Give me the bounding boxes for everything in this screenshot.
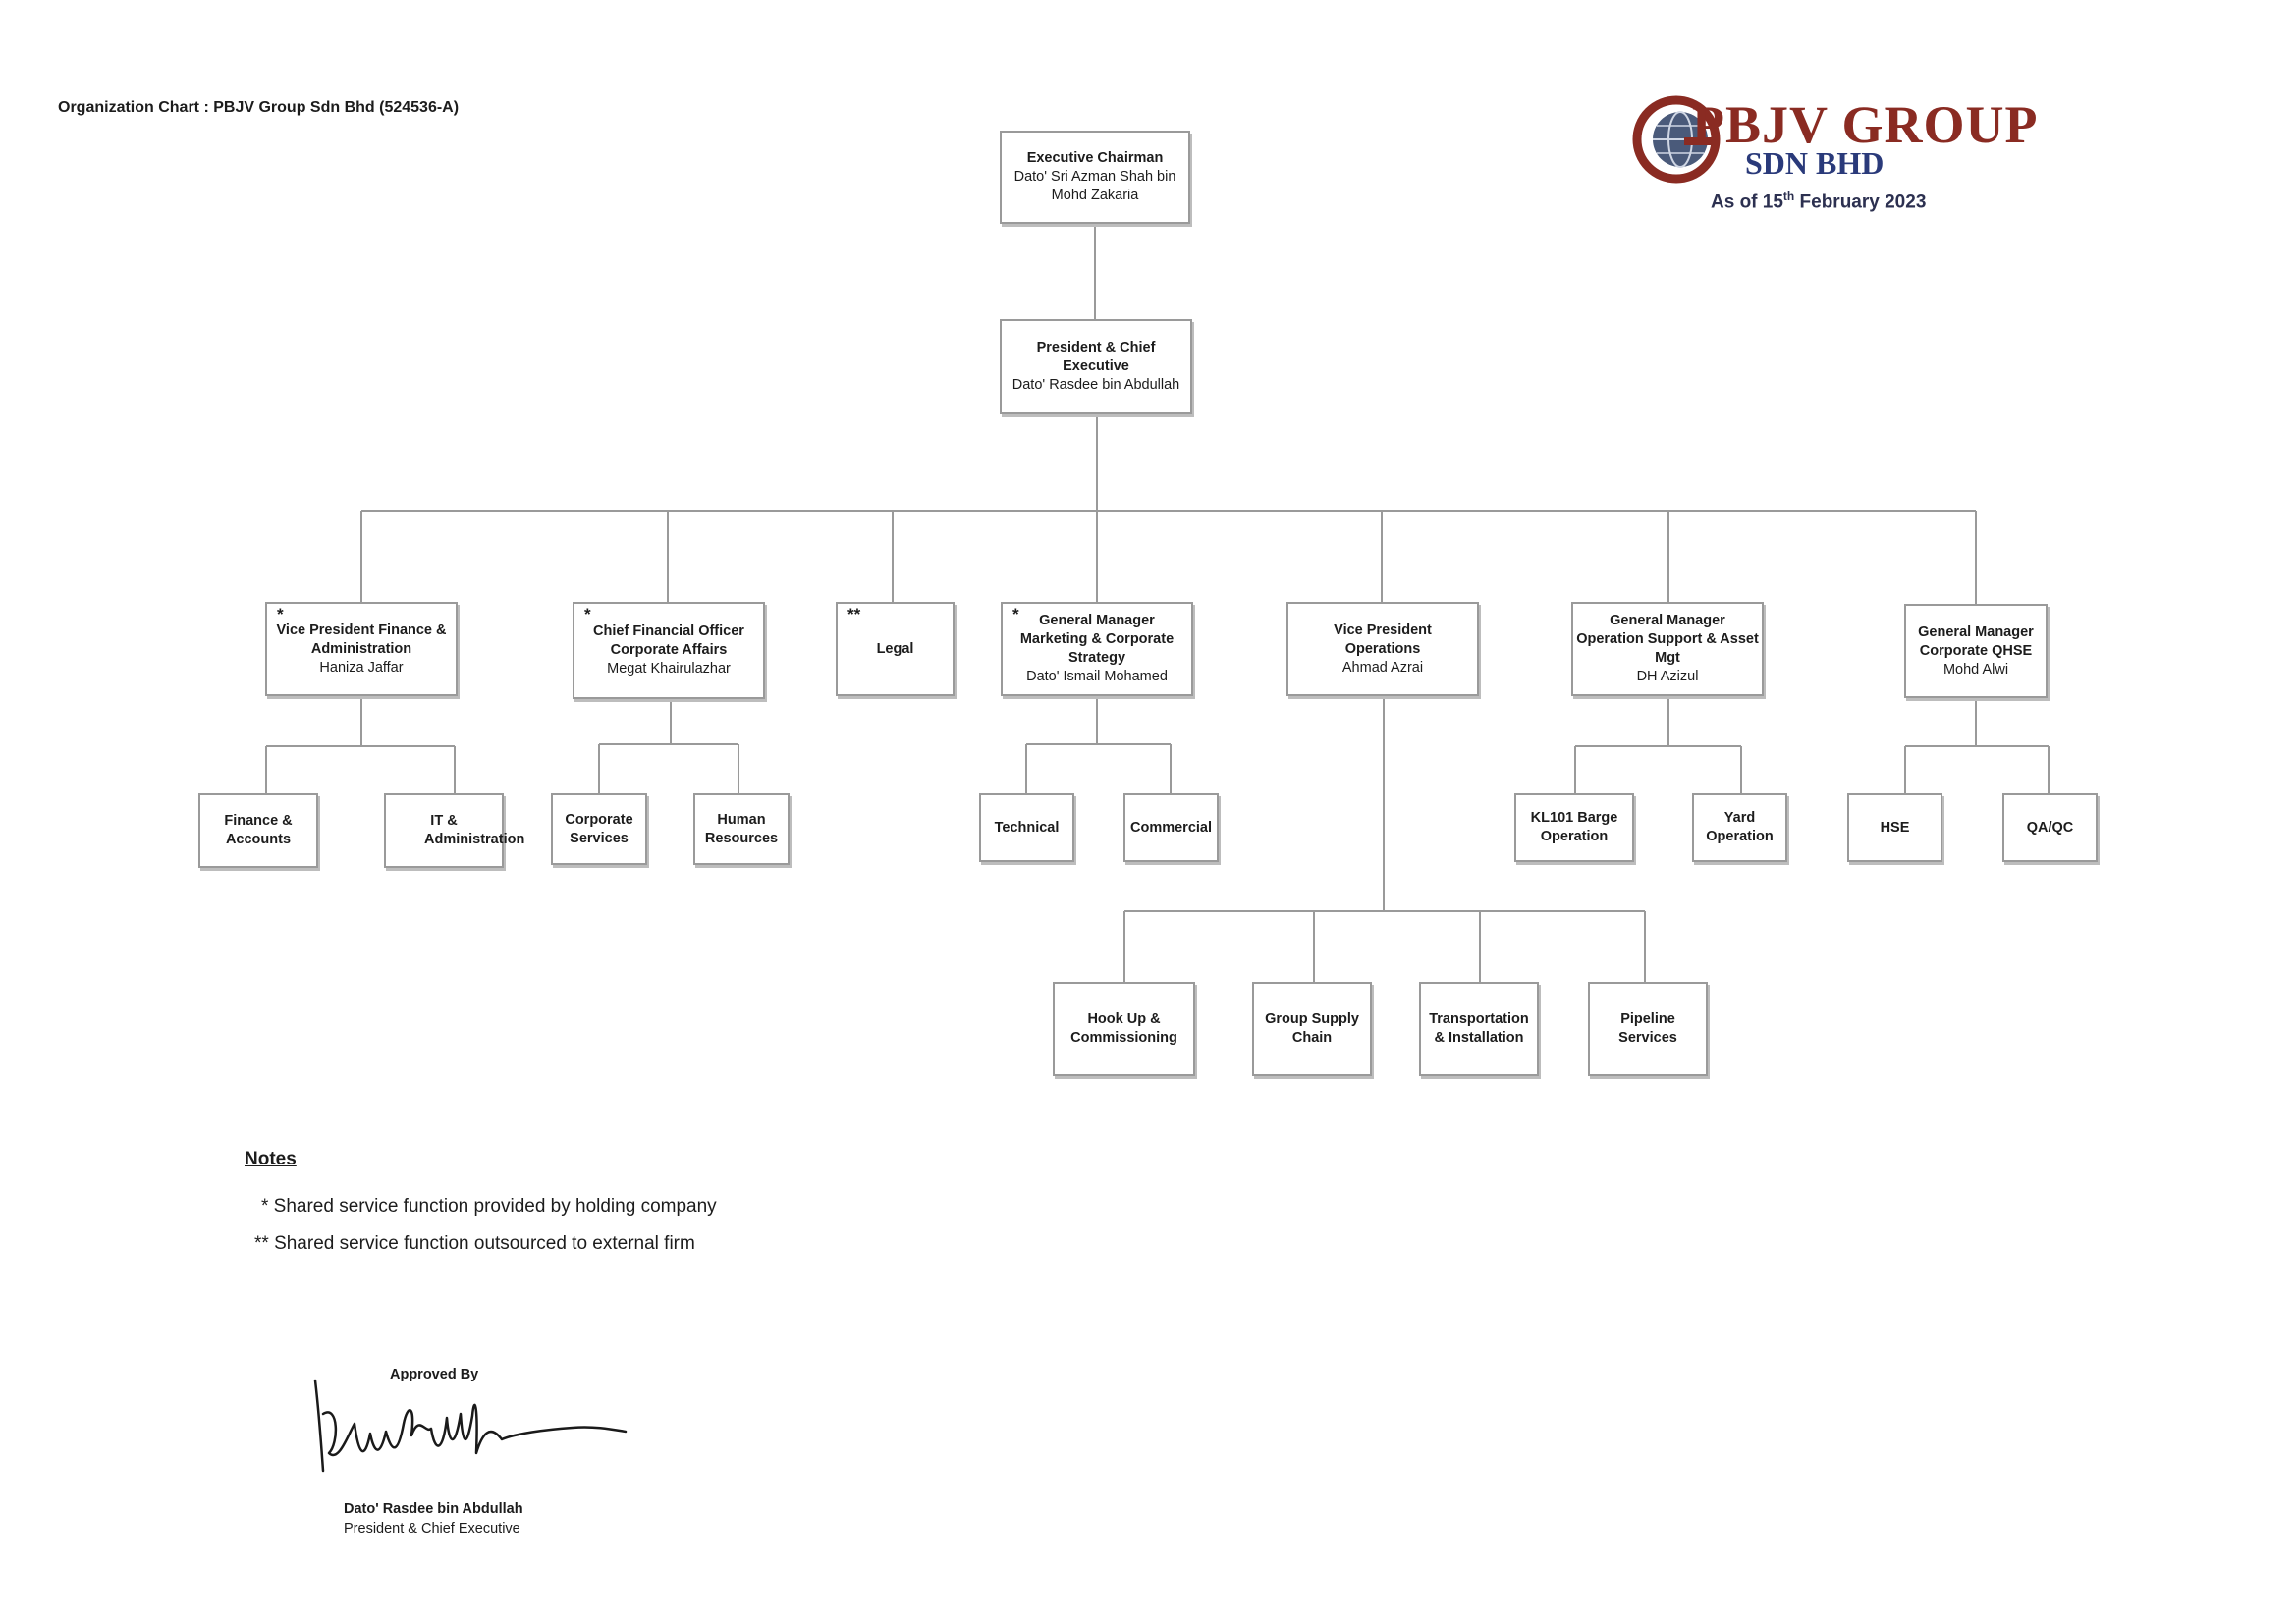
node-legal: ** Legal xyxy=(836,602,955,696)
node-title: Vice President Operations xyxy=(1334,622,1432,657)
node-title: QA/QC xyxy=(2026,819,2074,836)
outsourced-mark: ** xyxy=(847,605,861,623)
node-transportation-installation: Transportation & Installation xyxy=(1419,982,1539,1076)
node-title: Corporate Services xyxy=(565,811,633,846)
node-finance-accounts: Finance & Accounts xyxy=(198,793,318,868)
node-gm-marketing: * General Manager Marketing & Corporate … xyxy=(1001,602,1193,696)
node-cfo: * Chief Financial Officer Corporate Affa… xyxy=(573,602,765,699)
note-shared-service: * Shared service function provided by ho… xyxy=(261,1196,717,1217)
node-person: Dato' Ismail Mohamed xyxy=(1026,669,1168,684)
node-title: Vice President Finance & Administration xyxy=(276,622,447,657)
approved-by-label: Approved By xyxy=(390,1367,479,1382)
node-title: General Manager Corporate QHSE xyxy=(1918,623,2034,659)
node-person: DH Azizul xyxy=(1636,669,1699,684)
node-person: Mohd Alwi xyxy=(1942,661,2009,677)
node-title: HSE xyxy=(1880,819,1910,836)
node-yard-operation: Yard Operation xyxy=(1692,793,1787,862)
node-hse: HSE xyxy=(1847,793,1942,862)
notes-heading: Notes xyxy=(245,1149,297,1169)
globe-icon xyxy=(1632,95,1721,184)
node-person: Ahmad Azrai xyxy=(1341,659,1424,676)
node-executive-chairman: Executive Chairman Dato' Sri Azman Shah … xyxy=(1000,131,1190,224)
signer-name: Dato' Rasdee bin Abdullah xyxy=(344,1501,523,1517)
node-gm-qhse: General Manager Corporate QHSE Mohd Alwi xyxy=(1904,604,2048,698)
node-title: Pipeline Services xyxy=(1618,1011,1677,1046)
as-of-date: As of 15th February 2023 xyxy=(1711,189,1927,213)
node-title: Legal xyxy=(876,640,914,657)
shared-service-mark: * xyxy=(584,605,591,623)
signer-role: President & Chief Executive xyxy=(344,1521,520,1537)
node-person: Megat Khairulazhar xyxy=(607,661,731,677)
node-title: IT & Administration xyxy=(424,813,525,847)
node-group-supply-chain: Group Supply Chain xyxy=(1252,982,1372,1076)
node-qaqc: QA/QC xyxy=(2002,793,2098,862)
node-title: Human Resources xyxy=(704,811,779,846)
node-human-resources: Human Resources xyxy=(693,793,790,865)
shared-service-mark: * xyxy=(1012,605,1019,623)
node-gm-operation-support: General Manager Operation Support & Asse… xyxy=(1571,602,1764,696)
node-title: Commercial xyxy=(1130,819,1213,836)
node-it-administration: IT & Administration xyxy=(384,793,525,868)
node-title: KL101 Barge Operation xyxy=(1530,810,1618,844)
node-title: Chief Financial Officer Corporate Affair… xyxy=(593,623,744,658)
node-person: Dato' Sri Azman Shah bin Mohd Zakaria xyxy=(1013,169,1176,203)
node-title: Finance & Accounts xyxy=(224,813,293,847)
node-title: Executive Chairman xyxy=(1026,150,1164,166)
document-title: Organization Chart : PBJV Group Sdn Bhd … xyxy=(58,99,460,116)
node-vp-finance: * Vice President Finance & Administratio… xyxy=(265,602,458,696)
note-outsourced: ** Shared service function outsourced to… xyxy=(254,1233,695,1254)
node-title: General Manager Operation Support & Asse… xyxy=(1576,613,1759,666)
node-president: President & Chief Executive Dato' Rasdee… xyxy=(1000,319,1192,414)
node-title: General Manager Marketing & Corporate St… xyxy=(1019,613,1175,666)
logo-name: PBJV GROUP xyxy=(1692,95,2039,154)
company-logo: PBJV GROUP SDN BHD xyxy=(1625,90,2097,189)
node-vp-operations: Vice President Operations Ahmad Azrai xyxy=(1286,602,1479,696)
node-title: Technical xyxy=(994,819,1060,836)
node-kl101-barge: KL101 Barge Operation xyxy=(1514,793,1634,862)
node-title: Group Supply Chain xyxy=(1265,1011,1359,1046)
signature xyxy=(313,1379,628,1473)
node-person: Dato' Rasdee bin Abdullah xyxy=(1011,377,1180,393)
node-title: Hook Up & Commissioning xyxy=(1070,1011,1177,1046)
node-person: Haniza Jaffar xyxy=(319,659,404,676)
node-title: Transportation & Installation xyxy=(1429,1011,1529,1046)
node-pipeline-services: Pipeline Services xyxy=(1588,982,1708,1076)
node-technical: Technical xyxy=(979,793,1074,862)
node-hookup-commissioning: Hook Up & Commissioning xyxy=(1053,982,1195,1076)
shared-service-mark: * xyxy=(277,605,284,623)
logo-subtitle: SDN BHD xyxy=(1745,145,1885,181)
node-corporate-services: Corporate Services xyxy=(551,793,647,865)
node-title: Yard Operation xyxy=(1706,810,1774,844)
node-commercial: Commercial xyxy=(1123,793,1219,862)
node-title: President & Chief Executive xyxy=(1036,340,1156,374)
